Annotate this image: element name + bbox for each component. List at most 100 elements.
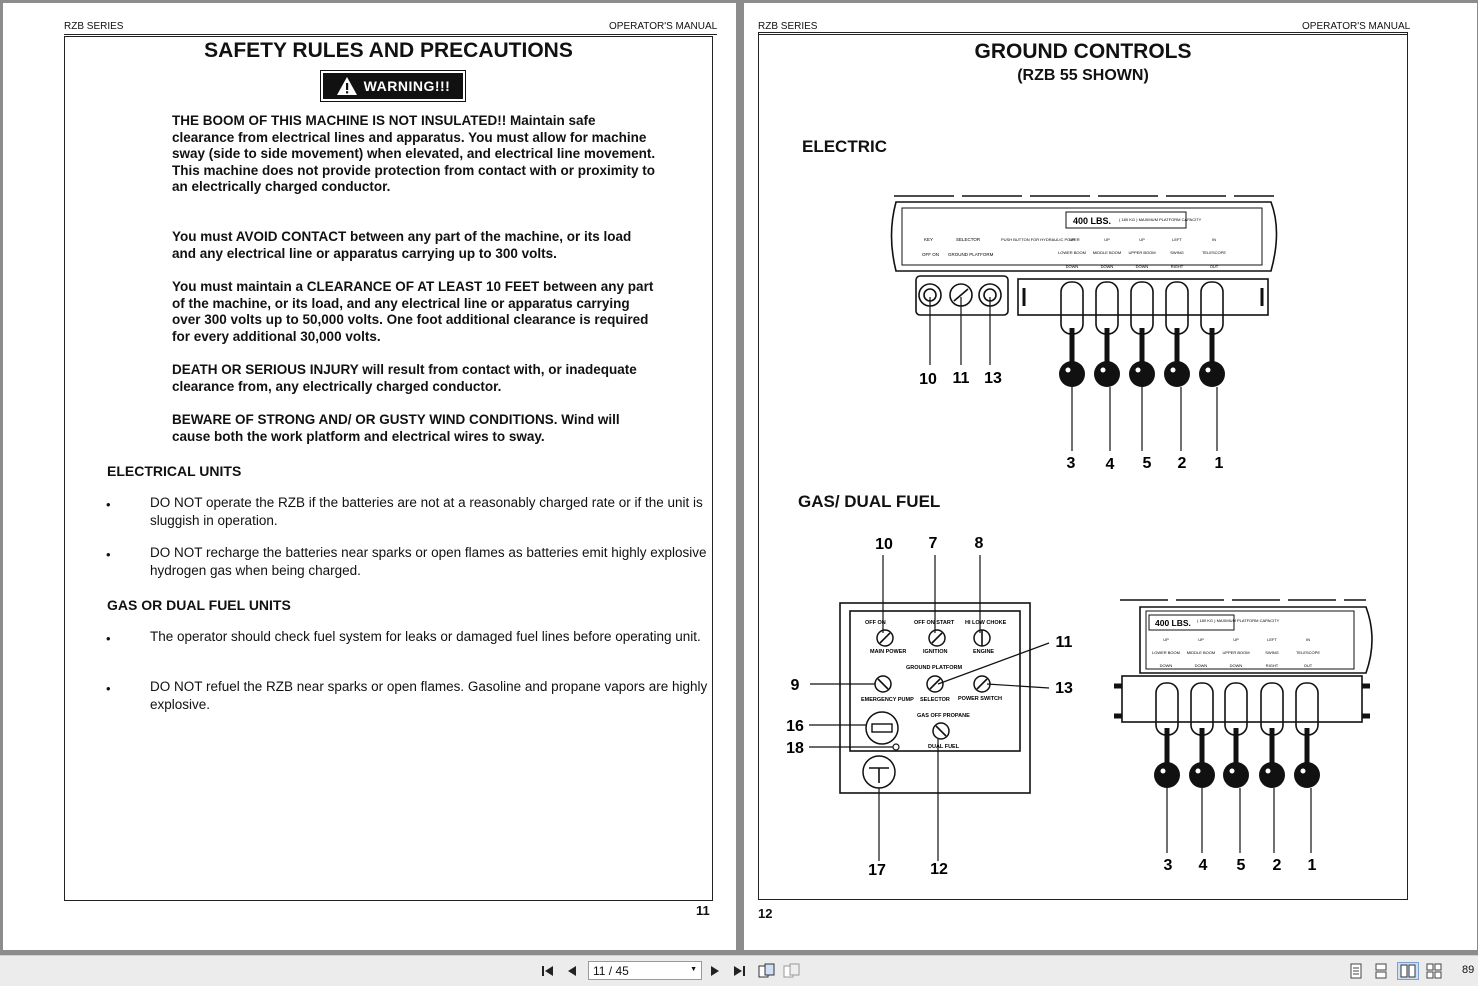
page-indicator: 11 / 45 bbox=[593, 964, 629, 978]
compare-icon bbox=[783, 963, 800, 978]
electric-control-diagram: 400 LBS. ( 180 KG ) MAXIMUM PLATFORM CAP… bbox=[890, 195, 1278, 473]
callout-4: 4 bbox=[1106, 456, 1115, 473]
lever-top-label: UP bbox=[1163, 637, 1169, 642]
capacity-label: 400 LBS. bbox=[1155, 618, 1191, 628]
next-page-button[interactable] bbox=[706, 962, 724, 980]
lever-top-label: LEFT bbox=[1267, 637, 1277, 642]
capacity-label: 400 LBS. bbox=[1073, 216, 1111, 226]
lever-bottom-label: DOWN bbox=[1230, 663, 1243, 668]
lever-bottom-label: DOWN bbox=[1136, 264, 1149, 269]
callout-12: 12 bbox=[930, 861, 948, 878]
left-header-rule bbox=[64, 34, 717, 35]
key-positions: OFF ON bbox=[922, 252, 939, 257]
lever-top-label: UP bbox=[1104, 237, 1110, 242]
two-page-icon bbox=[1400, 964, 1416, 978]
lever-bottom-label: DOWN bbox=[1066, 264, 1079, 269]
callout-8: 8 bbox=[975, 535, 984, 552]
zoom-level[interactable]: 89 bbox=[1462, 964, 1475, 976]
lever-top-label: LEFT bbox=[1172, 237, 1182, 242]
rotate-view-button[interactable] bbox=[758, 962, 776, 980]
previous-page-icon bbox=[568, 966, 576, 976]
lever-name-label: UPPER BOOM bbox=[1128, 250, 1155, 255]
push-button-label: PUSH BUTTON FOR HYDRAULIC POWER bbox=[1001, 237, 1080, 242]
warning-triangle-icon bbox=[336, 77, 357, 95]
bullet-dot: • bbox=[106, 547, 111, 562]
lever-name-label: TELESCOPE bbox=[1296, 650, 1320, 655]
lever-bottom-label: RIGHT bbox=[1171, 264, 1184, 269]
two-page-view-button[interactable] bbox=[1397, 962, 1419, 980]
right-header-series: RZB SERIES bbox=[758, 21, 818, 32]
main-power-label: MAIN POWER bbox=[870, 649, 906, 655]
gas-dual-fuel-heading: GAS/ DUAL FUEL bbox=[798, 492, 941, 511]
paragraph-death-warning: DEATH OR SERIOUS INJURY will result from… bbox=[172, 362, 637, 394]
electrical-bullet-2: DO NOT recharge the batteries near spark… bbox=[150, 545, 707, 578]
electric-heading: ELECTRIC bbox=[802, 137, 887, 156]
last-page-button[interactable] bbox=[730, 962, 748, 980]
callout-4: 4 bbox=[1199, 857, 1208, 874]
lever-top-label: IN bbox=[1306, 637, 1310, 642]
lever-top-label: UP bbox=[1198, 637, 1204, 642]
callout-13: 13 bbox=[1055, 680, 1073, 697]
lever-top-label: UP bbox=[1139, 237, 1145, 242]
single-page-view-button[interactable] bbox=[1347, 962, 1365, 980]
lever-name-label: MIDDLE BOOM bbox=[1093, 250, 1121, 255]
lever-bottom-label: DOWN bbox=[1101, 264, 1114, 269]
lever-top-label: UP bbox=[1069, 237, 1075, 242]
bullet-dot: • bbox=[106, 497, 111, 512]
right-content-frame bbox=[758, 32, 1408, 900]
page-title: SAFETY RULES AND PRECAUTIONS bbox=[204, 39, 573, 62]
left-content-frame bbox=[64, 36, 713, 901]
left-header-manual: OPERATOR'S MANUAL bbox=[609, 21, 718, 32]
dual-fuel-label: DUAL FUEL bbox=[928, 744, 960, 750]
callout-11: 11 bbox=[1056, 634, 1073, 651]
paragraph-avoid-contact: You must AVOID CONTACT between any part … bbox=[172, 229, 632, 261]
lever-name-label: LOWER BOOM bbox=[1058, 250, 1086, 255]
lever-name-label: TELESCOPE bbox=[1202, 250, 1226, 255]
capacity-note: ( 180 KG ) MAXIMUM PLATFORM CAPACITY bbox=[1119, 217, 1202, 222]
viewer-toolbar: 11 / 45 ▼ 89 bbox=[0, 955, 1478, 986]
lever-name-label: MIDDLE BOOM bbox=[1187, 650, 1215, 655]
first-page-button[interactable] bbox=[539, 962, 557, 980]
lever-top-label: UP bbox=[1233, 637, 1239, 642]
lever-bottom-label: OUT bbox=[1304, 663, 1313, 668]
right-header-rule bbox=[758, 34, 1408, 35]
fuel-positions: GAS OFF PROPANE bbox=[917, 713, 970, 719]
selector-label: SELECTOR bbox=[956, 237, 981, 242]
capacity-note: ( 180 KG ) MAXIMUM PLATFORM CAPACITY bbox=[1197, 618, 1280, 623]
continuous-page-icon bbox=[1375, 963, 1387, 979]
page-number-select[interactable]: 11 / 45 ▼ bbox=[588, 961, 702, 980]
previous-page-button[interactable] bbox=[563, 962, 581, 980]
callout-10: 10 bbox=[919, 371, 937, 388]
callout-1: 1 bbox=[1308, 857, 1317, 874]
lever-name-label: SWING bbox=[1265, 650, 1279, 655]
lever-name-label: SWING bbox=[1170, 250, 1184, 255]
lever-name-label: LOWER BOOM bbox=[1152, 650, 1180, 655]
key-label: KEY bbox=[924, 237, 933, 242]
paragraph-wind: BEWARE OF STRONG AND/ OR GUSTY WIND COND… bbox=[172, 412, 620, 444]
paragraph-insulation: THE BOOM OF THIS MACHINE IS NOT INSULATE… bbox=[172, 113, 656, 195]
single-page-icon bbox=[1350, 963, 1362, 979]
callout-9: 9 bbox=[791, 677, 800, 694]
rotate-icon bbox=[758, 963, 775, 978]
engine-label: ENGINE bbox=[973, 649, 994, 655]
callout-10: 10 bbox=[875, 536, 893, 553]
callout-5: 5 bbox=[1237, 857, 1246, 874]
lever-bottom-label: OUT bbox=[1210, 264, 1219, 269]
first-page-icon bbox=[542, 966, 553, 976]
callout-3: 3 bbox=[1067, 455, 1076, 472]
lever-top-label: IN bbox=[1212, 237, 1216, 242]
callout-16: 16 bbox=[786, 718, 804, 735]
compare-view-button[interactable] bbox=[783, 962, 801, 980]
callout-18: 18 bbox=[786, 740, 804, 757]
gas-selector-label: SELECTOR bbox=[920, 697, 950, 703]
callout-17: 17 bbox=[868, 862, 886, 879]
right-page: RZB SERIES OPERATOR'S MANUAL GROUND CONT… bbox=[744, 3, 1477, 950]
gas-bullet-2: DO NOT refuel the RZB near sparks or ope… bbox=[150, 679, 708, 712]
callout-5: 5 bbox=[1143, 455, 1152, 472]
warning-label: WARNING!!! bbox=[363, 78, 451, 94]
continuous-two-page-view-button[interactable] bbox=[1425, 962, 1443, 980]
continuous-view-button[interactable] bbox=[1372, 962, 1390, 980]
gas-bullet-1: The operator should check fuel system fo… bbox=[150, 629, 701, 644]
chevron-down-icon: ▼ bbox=[690, 966, 697, 973]
callout-13: 13 bbox=[984, 370, 1002, 387]
